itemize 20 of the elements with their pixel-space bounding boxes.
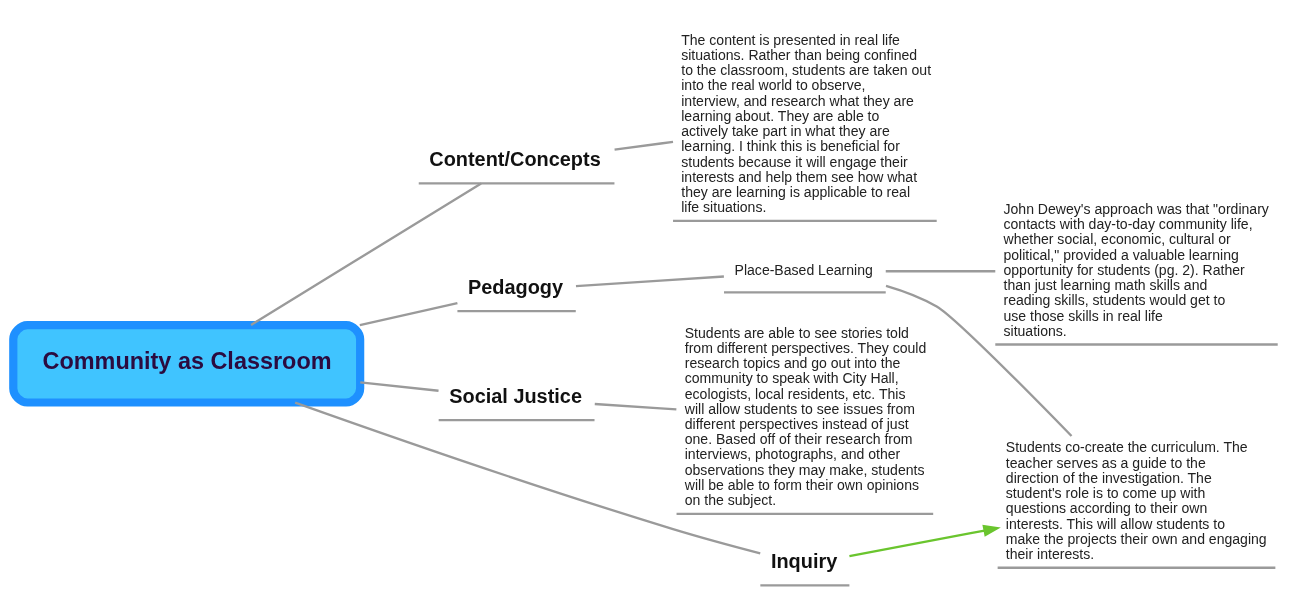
connector — [575, 275, 724, 288]
connector — [885, 270, 996, 273]
connector — [885, 284, 1073, 437]
connector — [614, 140, 674, 151]
node-text: The content is presented in real life situations. Rather than being confined to the classroom, students are taken out into the real world to observe, interview, and research what they are learning about. They are able to actively take part in what they are learning. I think this is beneficial for students because it will engage their interests and help them see how what they are learning is applicable to real life situations. — [681, 31, 932, 216]
node-text: John Dewey's approach was that "ordinary contacts with day-to-day community life, whether social, economic, cultural or political," provided a valuable learning opportunity for students (pg. 2). Rather than just learning math skills and reading skills, students would get to use those skills in real life situations. — [1003, 200, 1269, 339]
connector — [294, 401, 761, 555]
node-text: Place-Based Learning — [734, 261, 873, 278]
node-box: Community as Classroom — [9, 321, 365, 407]
node-text: Content/Concepts — [429, 147, 601, 170]
connector — [359, 301, 458, 327]
node-text: Students are able to see stories told from different perspectives. They could research topics and go out into the community to speak with City Hall, ecologists, local residents, etc. This will allow students to see issues from different perspectives instead of just one. Based off of their research from interviews, photographs, and other observations they may make, students will be able to form their own opinions on the subject. — [684, 324, 927, 509]
connector — [594, 402, 677, 411]
connector — [360, 381, 439, 392]
connector — [250, 182, 482, 326]
arrow — [849, 524, 1001, 558]
node-text: Inquiry — [770, 549, 838, 572]
node-text: Social Justice — [449, 384, 582, 407]
node-text: Students co-create the curriculum. The teacher serves as a guide to the direction of the investigation. The student's role is to come up with questions according to their own interests. This will allow students to make the projects their own and engaging their interests. — [1005, 439, 1267, 563]
node-text: Pedagogy — [467, 275, 564, 298]
